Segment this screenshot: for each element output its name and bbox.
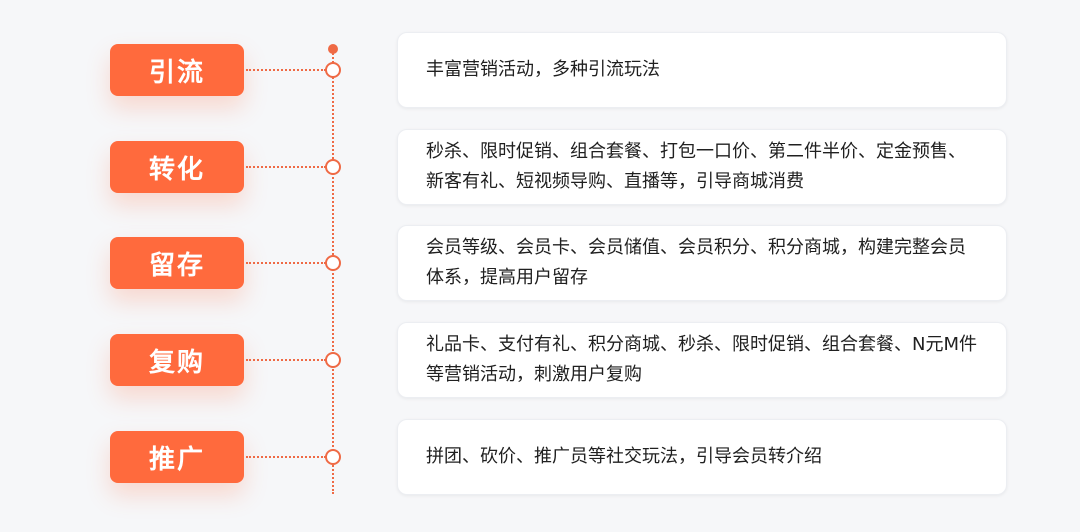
timeline-node [325, 449, 341, 465]
stage-retention: 留存 会员等级、会员卡、会员储值、会员积分、积分商城，构建完整会员体系，提高用户… [0, 225, 1080, 301]
stage-card-repurchase: 礼品卡、支付有礼、积分商城、秒杀、限时促销、组合套餐、N元M件等营销活动，刺激用… [397, 322, 1007, 398]
stage-label-promotion: 推广 [110, 431, 244, 483]
timeline-node [325, 159, 341, 175]
stage-connector [246, 359, 326, 361]
stage-card-retention: 会员等级、会员卡、会员储值、会员积分、积分商城，构建完整会员体系，提高用户留存 [397, 225, 1007, 301]
timeline-start-dot [328, 44, 338, 54]
stage-label-repurchase: 复购 [110, 334, 244, 386]
stage-connector [246, 262, 326, 264]
stage-description-traffic: 丰富营销活动，多种引流玩法 [426, 59, 660, 80]
stage-label-retention: 留存 [110, 237, 244, 289]
stage-conversion: 转化 秒杀、限时促销、组合套餐、打包一口价、第二件半价、定金预售、新客有礼、短视… [0, 129, 1080, 205]
timeline-node [325, 255, 341, 271]
stage-repurchase: 复购 礼品卡、支付有礼、积分商城、秒杀、限时促销、组合套餐、N元M件等营销活动，… [0, 322, 1080, 398]
stage-promotion: 推广 拼团、砍价、推广员等社交玩法，引导会员转介绍 [0, 419, 1080, 495]
stage-label-conversion: 转化 [110, 141, 244, 193]
stage-connector [246, 166, 326, 168]
timeline-node [325, 62, 341, 78]
stage-connector [246, 69, 326, 71]
stage-traffic: 引流 丰富营销活动，多种引流玩法 [0, 32, 1080, 108]
stage-card-promotion: 拼团、砍价、推广员等社交玩法，引导会员转介绍 [397, 419, 1007, 495]
stage-description-repurchase: 礼品卡、支付有礼、积分商城、秒杀、限时促销、组合套餐、N元M件等营销活动，刺激用… [426, 334, 977, 385]
timeline-node [325, 352, 341, 368]
stage-label-traffic: 引流 [110, 44, 244, 96]
stage-description-conversion: 秒杀、限时促销、组合套餐、打包一口价、第二件半价、定金预售、新客有礼、短视频导购… [426, 141, 966, 192]
timeline-line [332, 50, 334, 494]
stage-description-promotion: 拼团、砍价、推广员等社交玩法，引导会员转介绍 [426, 446, 822, 467]
stage-description-retention: 会员等级、会员卡、会员储值、会员积分、积分商城，构建完整会员体系，提高用户留存 [426, 237, 966, 288]
stage-card-traffic: 丰富营销活动，多种引流玩法 [397, 32, 1007, 108]
stage-card-conversion: 秒杀、限时促销、组合套餐、打包一口价、第二件半价、定金预售、新客有礼、短视频导购… [397, 129, 1007, 205]
stage-connector [246, 456, 326, 458]
